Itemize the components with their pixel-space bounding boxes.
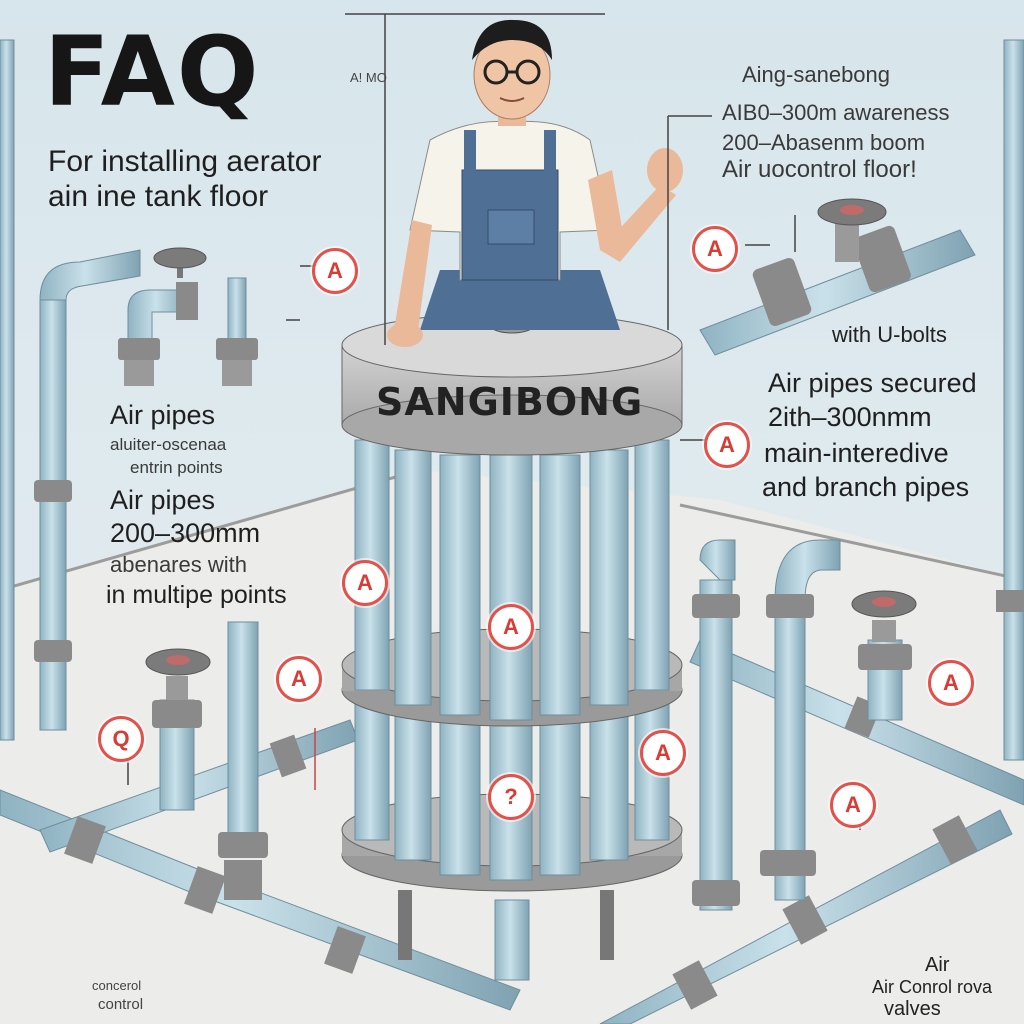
callout-badge: ? <box>488 774 534 820</box>
callout-badge: A <box>692 226 738 272</box>
bottom-left-line-2: control <box>98 996 144 1013</box>
left-riser-pipe <box>34 249 141 731</box>
right-top-line-4: Air uocontrol floor! <box>722 156 917 183</box>
tiny-label-top: A! MO <box>350 70 387 85</box>
riser-front-left <box>218 621 268 900</box>
edge-pipe-left <box>0 39 15 741</box>
right-top-line-1: Aing-sanebong <box>742 62 891 87</box>
callout-badge: A <box>312 248 358 294</box>
right-mid-line-3: main-interedive <box>764 438 949 468</box>
subtitle-line-1: For installing aerator <box>48 145 322 178</box>
right-top-line-3: 200–Abasenm boom <box>722 130 926 155</box>
floor-edge-right <box>679 503 1024 582</box>
callout-badge: A <box>488 604 534 650</box>
callout-badge: A <box>830 782 876 828</box>
edge-pipe-right <box>1003 39 1024 761</box>
left-mid-line-1: Air pipes <box>110 400 216 430</box>
left-mid-line-2: aluiter-oscenaa <box>110 435 227 454</box>
callout-badge: A <box>276 656 322 702</box>
valve-floor-left <box>145 648 211 811</box>
technician <box>387 19 683 347</box>
fitting-elbow-topleft <box>118 247 207 386</box>
fitting-straight-topleft <box>216 277 258 386</box>
aerator-tank <box>341 230 683 981</box>
faq-title: FAQ <box>44 16 261 128</box>
subtitle-line-2: ain ine tank floor <box>48 180 269 213</box>
valve-assembly-topright <box>699 198 976 356</box>
left-lower-line-2: 200–300mm <box>110 518 261 548</box>
left-lower-line-3: abenares with <box>110 552 247 577</box>
bottom-right-line-1: Air <box>925 954 950 976</box>
left-lower-line-1: Air pipes <box>110 485 216 515</box>
bottom-right-line-3: valves <box>884 998 941 1020</box>
callout-badge: Q <box>98 716 144 762</box>
tank-brand-label: SANGIBONG <box>376 380 644 424</box>
floor-pipes-right <box>599 639 1024 1024</box>
edge-fitting-right <box>996 590 1024 612</box>
valve-floor-right <box>851 590 917 721</box>
ubolts-label: with U-bolts <box>832 322 947 347</box>
left-lower-line-4: in multipe points <box>106 581 287 609</box>
risers-right <box>692 539 841 911</box>
callout-badge: A <box>342 560 388 606</box>
callout-badge: A <box>640 730 686 776</box>
right-mid-line-4: and branch pipes <box>762 472 970 502</box>
callout-badge: A <box>704 422 750 468</box>
bottom-left-line-1: concerol <box>92 978 142 993</box>
right-mid-line-2: 2ith–300nmm <box>768 402 932 432</box>
floor-edge-left <box>0 468 421 592</box>
left-mid-line-3: entrin points <box>130 458 223 477</box>
right-top-line-2: AIB0–300m awareness <box>722 100 950 125</box>
bottom-right-line-2: Air Conrol rova <box>872 977 993 997</box>
callout-badge: A <box>928 660 974 706</box>
right-mid-line-1: Air pipes secured <box>768 368 977 398</box>
